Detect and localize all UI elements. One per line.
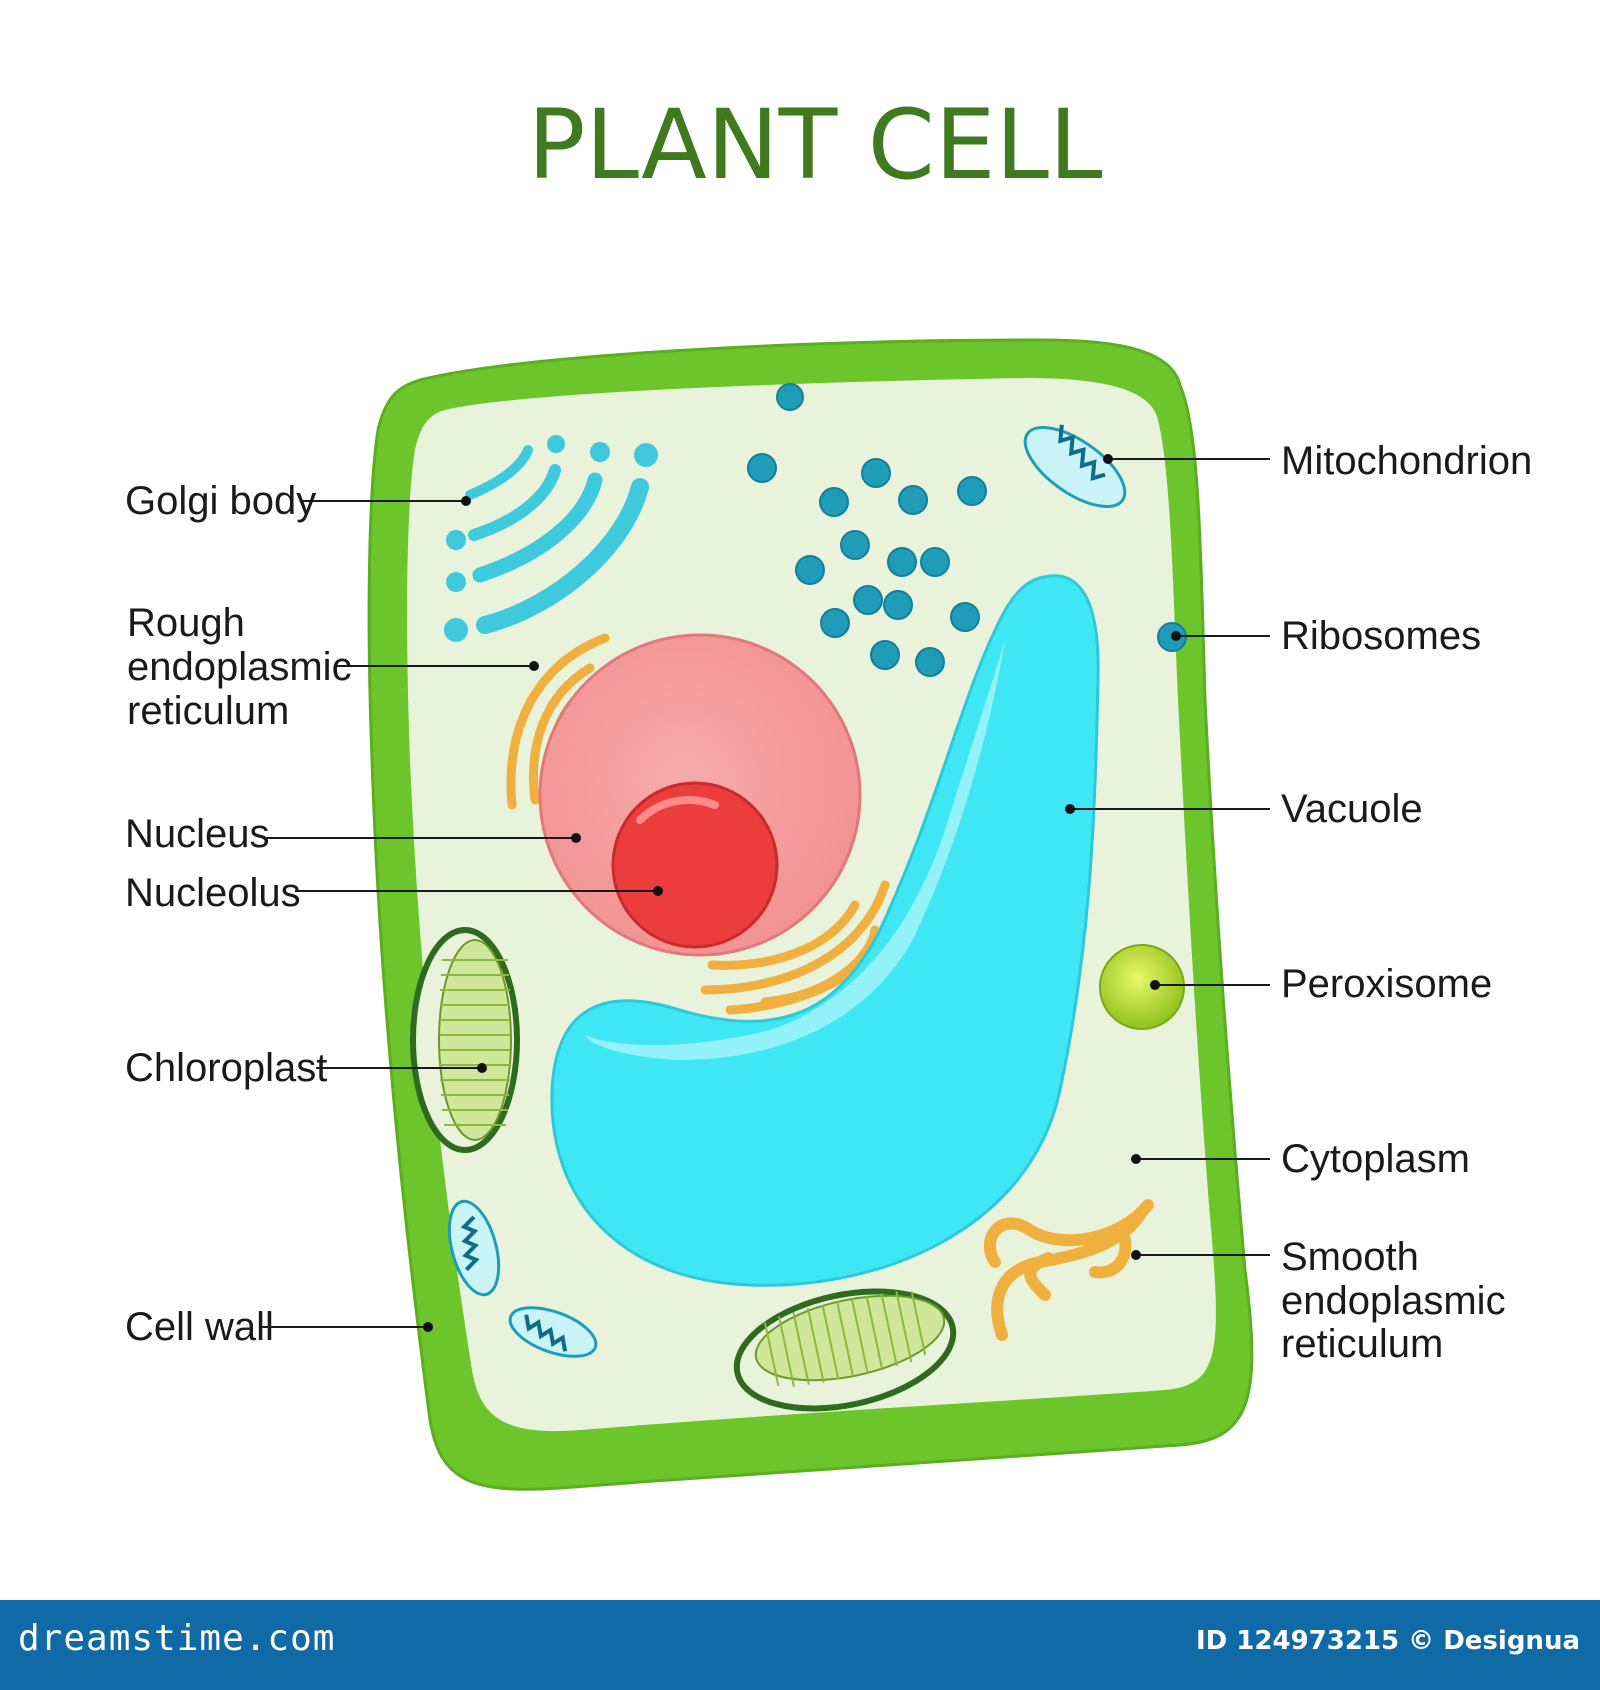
label-leaders bbox=[262, 454, 1270, 1332]
label-mitochondrion: Mitochondrion bbox=[1281, 439, 1532, 483]
vacuole bbox=[550, 574, 1100, 1287]
label-rough-er-line2: endoplasmic bbox=[127, 645, 352, 689]
vacuole-highlight bbox=[585, 640, 1005, 1060]
label-smooth-er-line1: Smooth bbox=[1281, 1235, 1419, 1279]
label-rough-er-line3: reticulum bbox=[127, 689, 289, 733]
rough-er-lower bbox=[700, 880, 900, 1015]
label-chloroplast: Chloroplast bbox=[125, 1046, 327, 1090]
footer-brand[interactable]: dreamstime.com bbox=[18, 1618, 336, 1659]
footer-bar: dreamstime.com ID 124973215 © Designua bbox=[0, 1600, 1600, 1690]
peroxisome bbox=[1099, 944, 1185, 1030]
mitochondrion bbox=[1023, 424, 1127, 509]
footer-credit: ID 124973215 © Designua bbox=[1195, 1626, 1580, 1656]
nucleolus bbox=[611, 781, 779, 949]
label-cytoplasm: Cytoplasm bbox=[1281, 1137, 1470, 1181]
label-vacuole: Vacuole bbox=[1281, 787, 1423, 831]
label-nucleolus: Nucleolus bbox=[125, 871, 301, 915]
smooth-er bbox=[984, 1199, 1154, 1341]
label-smooth-er-line2: endoplasmic bbox=[1281, 1279, 1506, 1323]
chloroplast bbox=[410, 927, 520, 1153]
page-title: PLANT CELL bbox=[528, 89, 1103, 201]
label-ribosomes: Ribosomes bbox=[1281, 614, 1481, 658]
golgi-body bbox=[444, 435, 658, 642]
chloroplast-bottom bbox=[733, 1288, 957, 1412]
mitochondrion-bottom bbox=[508, 1306, 598, 1358]
label-peroxisome: Peroxisome bbox=[1281, 962, 1492, 1006]
label-cell-wall: Cell wall bbox=[125, 1305, 274, 1349]
ribosome-cluster bbox=[747, 383, 1187, 677]
label-golgi-body: Golgi body bbox=[125, 479, 316, 523]
label-rough-er-line1: Rough bbox=[127, 601, 245, 645]
label-nucleus: Nucleus bbox=[125, 812, 270, 856]
label-smooth-er-line3: reticulum bbox=[1281, 1322, 1443, 1366]
mitochondrion-left bbox=[447, 1199, 501, 1297]
